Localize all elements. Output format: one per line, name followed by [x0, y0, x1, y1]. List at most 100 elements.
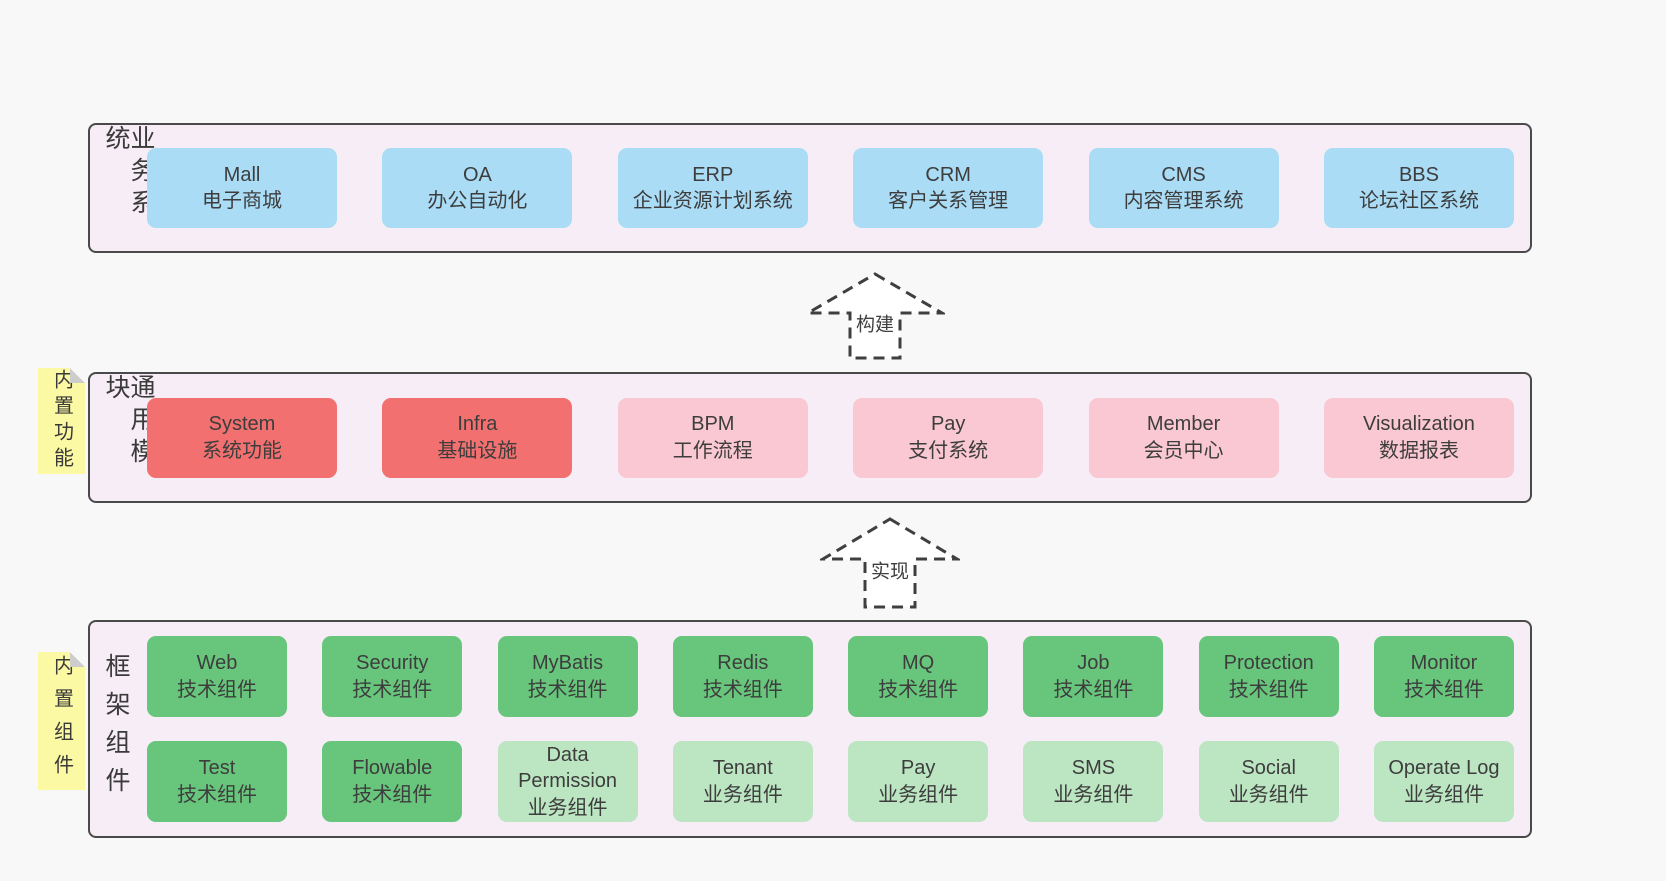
box-subtitle: 企业资源计划系统: [632, 190, 793, 212]
build-arrow-label: 构建: [852, 309, 898, 337]
layer-label-text: 业务系统: [102, 125, 155, 221]
box-title: Infra: [457, 413, 498, 436]
box-subtitle: 技术组件: [352, 678, 433, 701]
box-title: BBS: [1398, 163, 1439, 186]
layer-label-text: 框架组件: [102, 653, 130, 805]
box-title: Tenant: [712, 757, 773, 780]
box-title: Job: [1077, 652, 1110, 675]
box-title: ERP: [692, 163, 734, 186]
layer-common-modules: 通用模块 System 系统功能 Infra 基础设施 BPM 工作流程 Pay 支付系统 Me…: [88, 372, 1532, 503]
box-title: Flowable: [352, 757, 433, 780]
box-subtitle: 技术组件: [527, 678, 608, 701]
box-oa: OA 办公自动化: [382, 148, 573, 228]
box-title: Web: [196, 652, 238, 675]
box-system: System 系统功能: [147, 397, 337, 478]
sticky-note-text: 内置组件: [50, 655, 73, 787]
box-title: OA: [462, 163, 492, 186]
box-pay: Pay 支付系统: [853, 397, 1044, 478]
box-subtitle: 技术组件: [1053, 678, 1134, 701]
box-mq: MQ 技术组件: [848, 636, 989, 717]
layer-label-modules: 通用模块: [102, 374, 155, 501]
box-subtitle: 业务组件: [878, 783, 959, 806]
box-title: Test: [198, 757, 236, 780]
box-title: Security: [356, 652, 429, 675]
box-subtitle: 支付系统: [908, 439, 989, 462]
box-operate-log: Operate Log 业务组件: [1373, 741, 1514, 822]
box-subtitle: 业务组件: [702, 783, 783, 806]
box-social: Social 业务组件: [1198, 741, 1339, 822]
box-bpm: BPM 工作流程: [617, 397, 808, 478]
box-title: SMS: [1071, 757, 1116, 780]
box-subtitle: 业务组件: [1403, 783, 1484, 806]
box-subtitle: 系统功能: [202, 439, 282, 462]
box-title: System: [208, 413, 276, 436]
box-subtitle: 办公自动化: [427, 190, 528, 212]
box-sms: SMS 业务组件: [1023, 741, 1164, 822]
box-erp: ERP 企业资源计划系统: [617, 148, 808, 228]
box-subtitle: 客户关系管理: [888, 190, 1009, 212]
box-web: Web 技术组件: [147, 636, 287, 717]
box-title: Social: [1241, 757, 1296, 780]
implement-arrow-label: 实现: [867, 556, 913, 584]
box-subtitle: 工作流程: [672, 439, 753, 462]
box-protection: Protection 技术组件: [1198, 636, 1339, 717]
box-title: Operate Log: [1388, 757, 1500, 780]
box-subtitle: 内容管理系统: [1123, 190, 1244, 212]
box-job: Job 技术组件: [1023, 636, 1164, 717]
box-title: BPM: [691, 413, 735, 436]
build-arrow: 构建: [805, 272, 945, 360]
box-test: Test 技术组件: [147, 741, 287, 822]
sticky-note-builtin-features: 内置功能: [38, 368, 85, 474]
box-subtitle: 技术组件: [177, 678, 257, 701]
box-title: Member: [1146, 413, 1221, 436]
box-subtitle: 基础设施: [437, 439, 518, 462]
implement-arrow: 实现: [820, 517, 960, 609]
layer-label-framework: 框架组件: [102, 622, 130, 836]
box-subtitle: 数据报表: [1378, 439, 1459, 462]
box-security: Security 技术组件: [322, 636, 463, 717]
box-mybatis: MyBatis 技术组件: [497, 636, 638, 717]
box-title: CMS: [1161, 163, 1206, 186]
box-title: Monitor: [1410, 652, 1478, 675]
box-subtitle: 技术组件: [878, 678, 959, 701]
box-subtitle: 业务组件: [1228, 783, 1309, 806]
box-title: Pay: [930, 413, 966, 436]
box-tenant: Tenant 业务组件: [672, 741, 813, 822]
box-title: CRM: [925, 163, 971, 186]
box-subtitle: 技术组件: [702, 678, 783, 701]
box-flowable: Flowable 技术组件: [322, 741, 463, 822]
box-title: Data Permission: [518, 743, 618, 793]
box-cms: CMS 内容管理系统: [1088, 148, 1279, 228]
box-subtitle: 电子商城: [202, 190, 282, 212]
box-crm: CRM 客户关系管理: [853, 148, 1044, 228]
box-bbs: BBS 论坛社区系统: [1323, 148, 1514, 228]
sticky-note-builtin-components: 内置组件: [38, 652, 85, 790]
box-title: MyBatis: [532, 652, 604, 675]
box-subtitle: 技术组件: [1228, 678, 1309, 701]
layer-label-business: 业务系统: [102, 125, 155, 251]
sticky-note-text: 内置功能: [50, 369, 73, 473]
box-title: Protection: [1223, 652, 1314, 675]
box-subtitle: 业务组件: [1053, 783, 1134, 806]
box-subtitle: 技术组件: [1403, 678, 1484, 701]
layer-label-text: 通用模块: [102, 374, 155, 470]
box-visualization: Visualization 数据报表: [1323, 397, 1514, 478]
box-title: Visualization: [1362, 413, 1475, 436]
box-subtitle: 论坛社区系统: [1358, 190, 1479, 212]
box-subtitle: 技术组件: [177, 783, 257, 806]
box-subtitle: 技术组件: [352, 783, 433, 806]
box-infra: Infra 基础设施: [382, 397, 573, 478]
box-title: MQ: [902, 652, 935, 675]
